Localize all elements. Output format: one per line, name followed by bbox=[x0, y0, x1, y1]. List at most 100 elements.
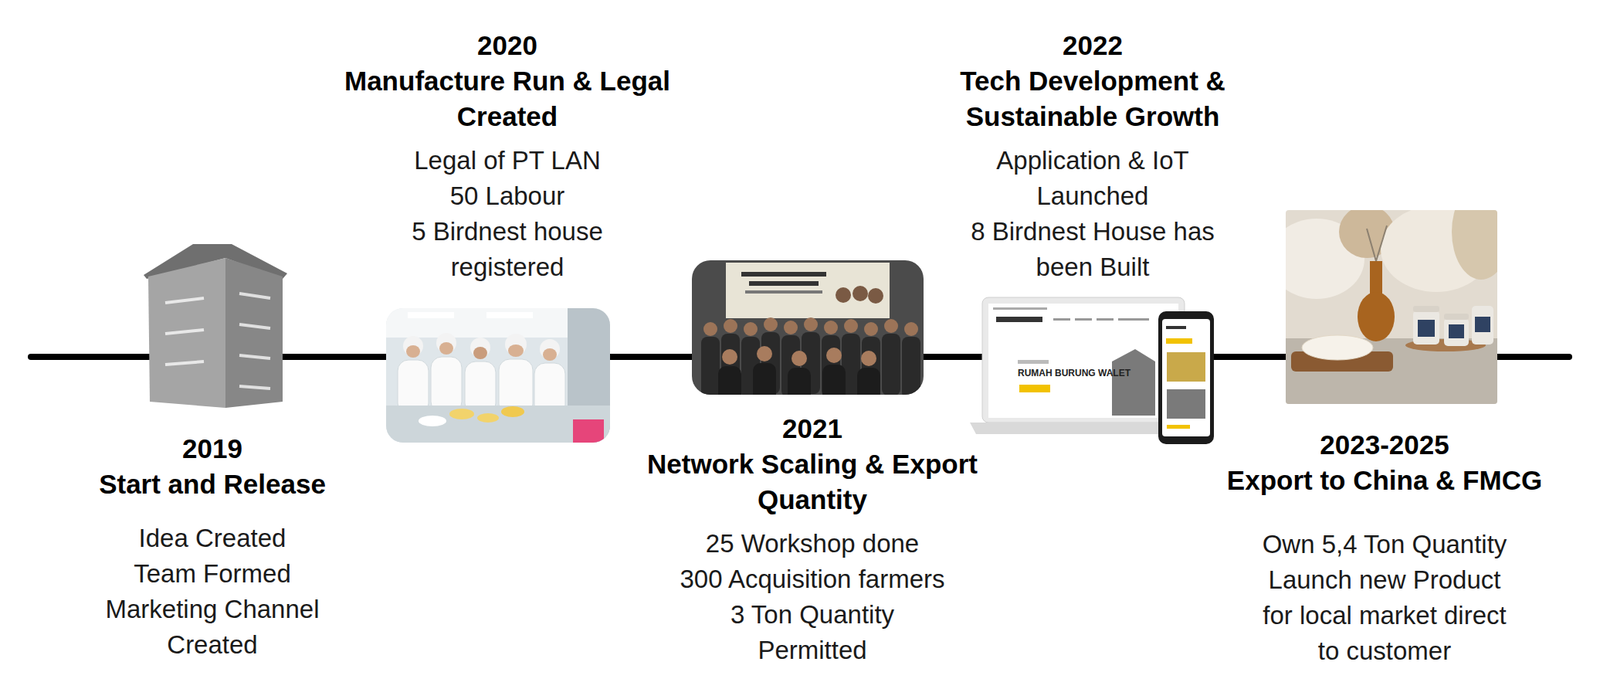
birdnest-house-icon-part bbox=[165, 361, 204, 365]
factory-photo bbox=[386, 308, 611, 443]
workshop-photo-part-part bbox=[756, 345, 773, 362]
workshop-photo-part-part bbox=[823, 320, 838, 335]
laptop-mockup-part bbox=[1074, 318, 1092, 321]
product-photo-part bbox=[1417, 319, 1435, 337]
milestone-item: Application & IoT Launched bbox=[969, 142, 1217, 214]
phone-mockup bbox=[1158, 311, 1214, 445]
birdnest-house-icon-part bbox=[165, 329, 204, 334]
workshop-photo-part-part bbox=[703, 322, 718, 336]
milestone-group: 2019Start and ReleaseIdea CreatedTeam Fo… bbox=[88, 430, 336, 663]
factory-photo-part bbox=[418, 415, 447, 427]
workshop-photo-part bbox=[725, 262, 890, 319]
factory-photo-part bbox=[439, 342, 454, 355]
product-photo-part bbox=[1474, 316, 1491, 333]
milestone-item: 25 Workshop done bbox=[705, 525, 919, 562]
workshop-photo-part-part bbox=[723, 318, 738, 333]
workshop-photo-part-part bbox=[743, 322, 758, 336]
workshop-photo bbox=[691, 260, 924, 395]
workshop-photo-part bbox=[718, 362, 881, 395]
birdnest-house-icon-part bbox=[165, 298, 204, 303]
milestone-title: Start and Release bbox=[98, 466, 326, 502]
factory-photo-part bbox=[477, 413, 499, 423]
birdnest-house-icon-part bbox=[239, 355, 271, 359]
workshop-photo-part-part bbox=[844, 318, 858, 333]
milestone-item: 8 Birdnest House has been Built bbox=[955, 213, 1231, 285]
product-photo-part bbox=[1366, 228, 1377, 262]
screen-text: RUMAH BURUNG WALET bbox=[1017, 367, 1131, 379]
birdnest-house-icon-part bbox=[148, 257, 226, 408]
year-label: 2021 bbox=[782, 410, 843, 447]
birdnest-house-icon-part bbox=[239, 386, 271, 389]
birdnest-house-icon-part bbox=[225, 257, 283, 408]
workshop-photo-part bbox=[835, 287, 851, 303]
product-photo-part bbox=[1451, 210, 1498, 280]
year-label: 2022 bbox=[1062, 27, 1123, 64]
milestone-title: Manufacture Run & Legal Created bbox=[322, 63, 693, 135]
milestone-item: 5 Birdnest house registered bbox=[383, 213, 631, 285]
factory-photo-part bbox=[572, 419, 604, 443]
factory-photo-part bbox=[407, 311, 455, 319]
workshop-photo-part bbox=[745, 290, 823, 294]
phone-mockup-part bbox=[1166, 424, 1190, 429]
factory-photo-part bbox=[567, 308, 611, 443]
factory-photo-part bbox=[406, 345, 421, 358]
laptop-mockup-part bbox=[996, 316, 1043, 323]
workshop-photo-part-part bbox=[822, 364, 846, 395]
workshop-photo-part-part bbox=[783, 320, 798, 335]
year-label: 2020 bbox=[477, 27, 538, 64]
product-photo-part bbox=[1413, 310, 1440, 345]
workshop-photo-part-part bbox=[752, 362, 777, 395]
phone-mockup-part bbox=[1166, 389, 1206, 419]
product-photo-part bbox=[1444, 318, 1469, 346]
birdnest-house-icon-part bbox=[239, 324, 271, 329]
phone-mockup-part bbox=[1162, 318, 1211, 437]
milestone-group: 2020Manufacture Run & Legal CreatedLegal… bbox=[322, 27, 693, 285]
milestone-title: Network Scaling & Export Quantity bbox=[619, 446, 1006, 518]
workshop-photo-part bbox=[703, 317, 919, 336]
milestone-item: Marketing Channel Created bbox=[88, 591, 336, 663]
factory-photo-part bbox=[473, 346, 488, 360]
workshop-photo-part bbox=[867, 288, 884, 304]
milestone-title: Tech Development & Sustainable Growth bbox=[922, 63, 1263, 135]
milestone-item: 300 Acquisition farmers bbox=[679, 561, 945, 597]
workshop-photo-part-part bbox=[857, 367, 881, 395]
workshop-photo-part bbox=[852, 285, 868, 302]
product-photo-part bbox=[1413, 305, 1440, 312]
laptop-mockup-part bbox=[1017, 359, 1049, 364]
milestone-item: Idea Created bbox=[138, 520, 287, 556]
laptop-mockup-part bbox=[988, 303, 1179, 418]
milestone-group: 2022Tech Development & Sustainable Growt… bbox=[922, 27, 1263, 285]
laptop-mockup-part bbox=[982, 297, 1185, 423]
workshop-photo-part-part bbox=[864, 322, 878, 336]
product-photo-part bbox=[1301, 335, 1373, 360]
milestone-group: 2023-2025Export to China & FMCGOwn 5,4 T… bbox=[1227, 427, 1543, 669]
phone-mockup-part bbox=[1166, 352, 1206, 382]
workshop-photo-part-part bbox=[881, 333, 901, 395]
laptop-mockup-part bbox=[1019, 384, 1051, 393]
birdnest-house-icon-part bbox=[239, 293, 271, 299]
year-label: 2023-2025 bbox=[1319, 427, 1449, 463]
laptop-mockup-part bbox=[1111, 349, 1156, 416]
product-photo-part bbox=[1471, 305, 1494, 345]
milestone-item: 50 Labour bbox=[450, 178, 566, 214]
workshop-photo-part-part bbox=[884, 318, 899, 333]
phone-mockup-part bbox=[1166, 325, 1187, 329]
laptop-mockup-part bbox=[1053, 318, 1071, 321]
workshop-photo-part bbox=[749, 281, 819, 286]
workshop-photo-part-part bbox=[904, 322, 919, 336]
workshop-photo-part-part bbox=[826, 347, 842, 363]
phone-mockup-part bbox=[1166, 338, 1193, 344]
factory-photo-part bbox=[508, 344, 524, 357]
product-photo-part bbox=[1448, 324, 1465, 339]
milestone-item: Launch new Product for local market dire… bbox=[1256, 562, 1513, 669]
workshop-photo-part-part bbox=[861, 350, 877, 367]
product-photo-part bbox=[1376, 225, 1387, 262]
workshop-photo-part bbox=[722, 345, 877, 367]
birdnest-house-icon bbox=[143, 244, 288, 408]
workshop-photo-part-part bbox=[701, 336, 720, 395]
factory-photo-part bbox=[501, 406, 525, 417]
product-photo bbox=[1285, 210, 1498, 404]
factory-photo-part bbox=[386, 308, 611, 443]
workshop-photo-part-part bbox=[901, 336, 921, 395]
